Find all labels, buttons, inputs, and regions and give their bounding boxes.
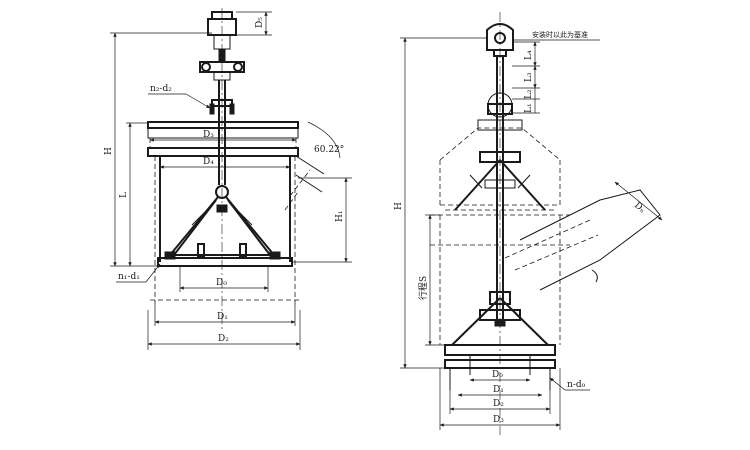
note-right-baseline: 安装时以此为基准 bbox=[512, 30, 600, 41]
left-view: D₅ H L n₂-d₂ D₃ D₄ bbox=[104, 8, 352, 350]
dim-left-d3: D₃ bbox=[149, 130, 297, 142]
right-support bbox=[487, 92, 513, 118]
right-handwheel bbox=[486, 23, 514, 57]
dim-right-d0: D₀ bbox=[469, 370, 531, 382]
label-right-note: 安装时以此为基准 bbox=[532, 30, 588, 39]
label-left-d3: D₃ bbox=[203, 130, 214, 140]
dim-right-l-stack: L₄ L₃ L₂ L₁ bbox=[512, 41, 540, 114]
right-upper-frame bbox=[445, 151, 555, 211]
label-left-d5: D₅ bbox=[255, 17, 265, 28]
dim-left-h: H bbox=[104, 32, 212, 267]
dim-right-d3: D₃ bbox=[439, 368, 561, 430]
label-left-d0: D₀ bbox=[216, 278, 227, 288]
dim-left-d4: D₄ bbox=[159, 157, 291, 169]
label-left-h1: H₁ bbox=[335, 211, 345, 222]
dim-left-d0: D₀ bbox=[179, 266, 269, 292]
right-view: 安装时以此为基准 L₄ L₃ L₂ L₁ H bbox=[394, 12, 663, 435]
label-right-h: H bbox=[394, 202, 404, 210]
label-right-l1: L₁ bbox=[524, 103, 534, 113]
leader-left-n2-d2: n₂-d₂ bbox=[148, 84, 211, 109]
dim-left-angle: 60.22° bbox=[307, 121, 344, 159]
leader-right-n-d0: n-d₀ bbox=[549, 377, 590, 391]
label-right-l3: L₃ bbox=[524, 72, 534, 82]
label-left-angle: 60.22° bbox=[314, 145, 344, 155]
label-right-d0: D₀ bbox=[492, 370, 503, 380]
label-right-l4: L₄ bbox=[524, 50, 534, 60]
dim-left-d2: D₂ bbox=[147, 310, 301, 350]
label-right-stroke: 行程S bbox=[417, 276, 429, 300]
label-left-h: H bbox=[104, 147, 114, 155]
dim-right-stroke: 行程S bbox=[417, 214, 445, 346]
label-right-d3: D₃ bbox=[493, 415, 504, 425]
dim-left-d5: D₅ bbox=[236, 11, 272, 36]
label-right-n-d0: n-d₀ bbox=[567, 380, 586, 390]
dim-right-d2: D₂ bbox=[449, 390, 551, 414]
left-upper-flange bbox=[209, 99, 235, 115]
dim-left-d1: D₁ bbox=[154, 305, 296, 326]
label-left-d1: D₁ bbox=[217, 312, 228, 322]
dim-left-l: L bbox=[119, 122, 148, 267]
label-right-l2: L₂ bbox=[524, 89, 534, 99]
label-left-d2: D₂ bbox=[218, 334, 229, 344]
left-actuator bbox=[199, 11, 245, 81]
label-right-dn: Dₙ bbox=[632, 201, 647, 216]
left-frame bbox=[164, 185, 281, 260]
right-lower-frame bbox=[444, 291, 556, 390]
dim-left-h1: H₁ bbox=[292, 177, 352, 263]
leader-left-n1-d1: n₁-d₁ bbox=[116, 263, 161, 283]
dim-right-h: H bbox=[394, 37, 488, 369]
left-body bbox=[147, 121, 325, 305]
label-left-n2-d2: n₂-d₂ bbox=[150, 84, 172, 94]
label-right-d1: D₁ bbox=[493, 385, 504, 395]
dim-right-d1: D₁ bbox=[457, 385, 543, 397]
label-right-d2: D₂ bbox=[493, 399, 504, 409]
dim-right-dn: Dₙ bbox=[614, 181, 663, 221]
label-left-d4: D₄ bbox=[203, 157, 214, 167]
label-left-l: L bbox=[119, 192, 129, 198]
right-body bbox=[430, 189, 661, 345]
label-left-n1-d1: n₁-d₁ bbox=[118, 272, 140, 282]
